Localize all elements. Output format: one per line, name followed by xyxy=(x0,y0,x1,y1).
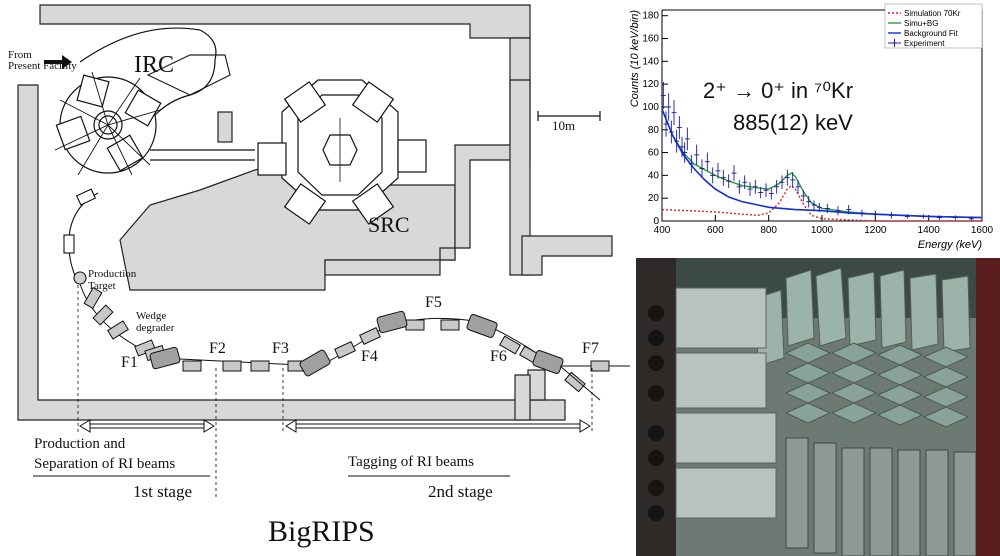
stage-arrows xyxy=(79,419,591,433)
y-tick-label: 80 xyxy=(648,125,660,136)
from-facility-label: From Present Facility xyxy=(8,49,77,72)
quadrupole-magnet xyxy=(564,371,586,393)
f7-branch-line xyxy=(559,365,601,401)
dipole-magnet xyxy=(149,346,181,370)
y-tick-label: 60 xyxy=(648,148,660,159)
legend-entry: Background Fit xyxy=(904,29,959,38)
wedge-degrader-label: Wedge degrader xyxy=(136,310,175,334)
stage2-description: Tagging of RI beams xyxy=(348,454,475,470)
y-tick-label: 180 xyxy=(642,11,659,22)
focal-plane-f2: F2 xyxy=(209,340,226,357)
stage1-description: Production and Separation of RI beams xyxy=(34,436,176,472)
legend-box xyxy=(884,3,983,49)
x-tick-label: 1000 xyxy=(811,225,834,236)
production-target-label: Production Target xyxy=(88,268,137,292)
quadrupole-magnet xyxy=(92,304,114,326)
transfer-beam-line xyxy=(150,29,255,161)
legend-entry: Experiment xyxy=(904,39,945,48)
y-tick-label: 40 xyxy=(648,170,660,181)
src-label: SRC xyxy=(368,212,410,237)
quadrupole-magnet xyxy=(182,360,202,372)
y-tick-label: 120 xyxy=(642,79,659,90)
gamma-spectrum-chart: 400 600 800 1000 1200 1400 1600 0 20 40 60 80 100 120… xyxy=(615,0,1000,256)
stage2-label: 2nd stage xyxy=(428,482,493,501)
legend-entry: Simu+BG xyxy=(904,19,938,28)
stage-guide-lines xyxy=(77,285,593,500)
stage1-label: 1st stage xyxy=(133,482,193,501)
x-tick-label: 1600 xyxy=(971,225,994,236)
x-axis-label: Energy (keV) xyxy=(918,239,983,251)
dipole-magnet xyxy=(466,314,498,338)
quadrupole-magnet xyxy=(359,327,381,345)
quadrupole-magnet xyxy=(440,319,460,331)
focal-plane-f7: F7 xyxy=(582,340,599,357)
x-tick-label: 1400 xyxy=(918,225,941,236)
production-target-marker xyxy=(73,271,87,285)
bigrips-magnets xyxy=(83,287,610,393)
incoming-beam-arrow xyxy=(44,27,201,69)
x-tick-label: 800 xyxy=(760,225,777,236)
quadrupole-magnet xyxy=(83,287,103,309)
y-tick-label: 160 xyxy=(642,34,659,45)
focal-plane-f3: F3 xyxy=(272,340,289,357)
y-tick-label: 0 xyxy=(653,216,659,227)
focal-plane-f6: F6 xyxy=(490,348,507,365)
quadrupole-magnet xyxy=(405,319,425,331)
diagram-title: BigRIPS xyxy=(268,515,375,548)
beam-transport-arc xyxy=(63,188,99,279)
x-tick-label: 1200 xyxy=(864,225,887,236)
focal-plane-f5: F5 xyxy=(425,294,442,311)
dipole-magnet xyxy=(376,310,408,334)
x-tick-label: 400 xyxy=(654,225,671,236)
gamma-detector-array-photo xyxy=(636,258,1000,556)
quadrupole-magnet xyxy=(250,360,270,372)
dipole-magnet xyxy=(299,349,331,377)
x-tick-label: 600 xyxy=(707,225,724,236)
y-axis-label: Counts (10 keV/bin) xyxy=(629,10,641,108)
quadrupole-magnet xyxy=(334,341,356,359)
detector-array-photo xyxy=(636,258,1000,556)
quadrupole-magnet xyxy=(222,360,242,372)
quadrupole-magnet xyxy=(590,360,610,372)
spectrum-plot: 400 600 800 1000 1200 1400 1600 0 20 40 60 80 100 120… xyxy=(629,3,994,251)
transition-annotation: 2⁺ → 0⁺ in ⁷⁰Kr xyxy=(703,78,854,103)
quadrupole-magnet xyxy=(499,335,521,355)
scale-bar xyxy=(537,111,601,121)
scale-label: 10m xyxy=(552,118,576,133)
focal-plane-f1: F1 xyxy=(121,354,138,371)
series-line-simulation-70kr xyxy=(661,184,982,222)
legend-entry: Simulation 70Kr xyxy=(904,9,961,18)
y-tick-label: 140 xyxy=(642,56,659,67)
irc-label: IRC xyxy=(134,52,175,78)
irc-cyclotron xyxy=(54,71,162,176)
quadrupole-magnet xyxy=(107,320,129,340)
y-tick-label: 100 xyxy=(642,102,659,113)
src-cyclotron xyxy=(257,79,427,225)
focal-plane-f4: F4 xyxy=(361,348,378,365)
energy-annotation: 885(12) keV xyxy=(733,110,853,135)
y-tick-label: 20 xyxy=(648,193,660,204)
